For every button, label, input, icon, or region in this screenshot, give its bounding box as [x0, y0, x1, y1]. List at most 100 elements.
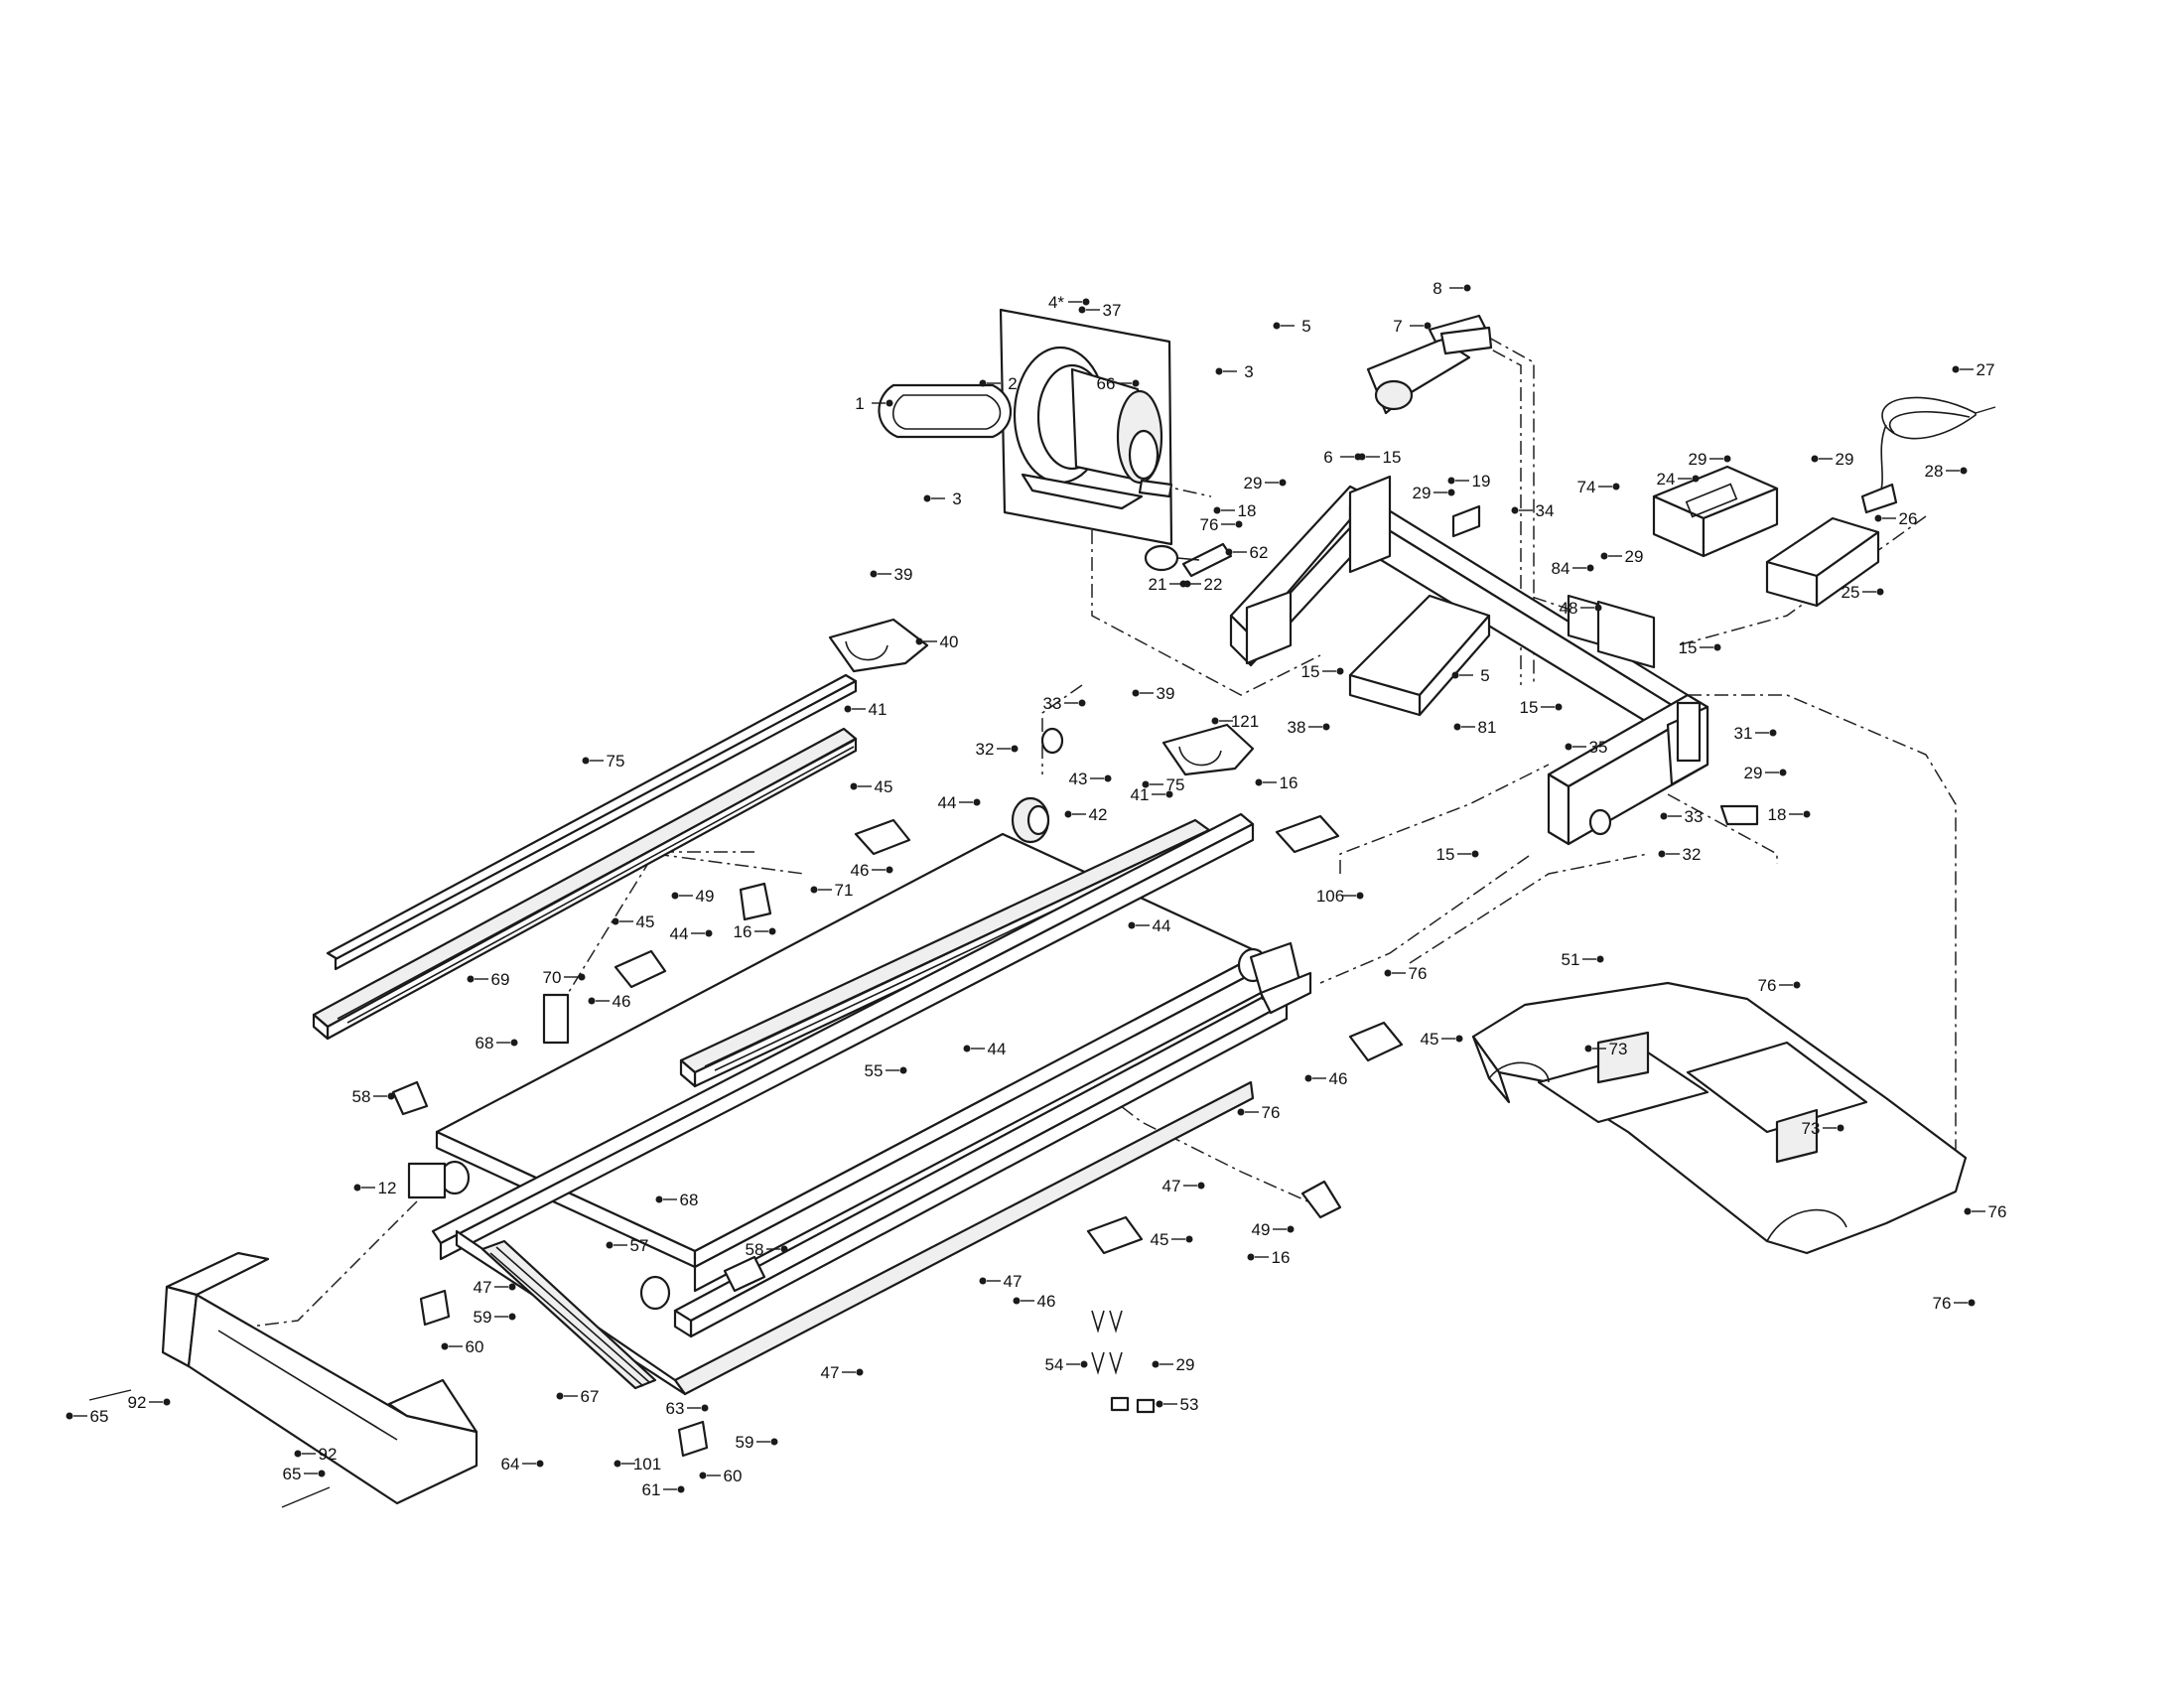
callout-label: 46 [1329, 1069, 1348, 1088]
fastener-dot [1225, 548, 1233, 556]
fastener-dot [1132, 689, 1140, 697]
callout-label: 45 [1151, 1230, 1169, 1249]
callout-label: 76 [1933, 1294, 1952, 1313]
callout-label: 16 [734, 922, 752, 941]
callout-label: 76 [1200, 515, 1219, 534]
callout-label: 70 [543, 968, 562, 987]
callout-label: 31 [1734, 724, 1753, 743]
callout-label: 46 [1037, 1292, 1056, 1311]
callout-label: 16 [1280, 773, 1298, 792]
callout-label: 15 [1436, 845, 1455, 864]
callout-label: 64 [501, 1455, 520, 1474]
callout-label: 54 [1045, 1355, 1064, 1374]
fastener-dot [1179, 580, 1187, 588]
fastener-dot [780, 1245, 788, 1253]
callout-label: 22 [1204, 575, 1223, 594]
callout-label: 73 [1802, 1119, 1821, 1138]
callout-label: 33 [1685, 807, 1704, 826]
fastener-dot [1064, 810, 1072, 818]
callout-label: 34 [1536, 501, 1555, 520]
deck-assembly [407, 812, 1312, 1396]
fastener-dot [1692, 475, 1700, 483]
fastener-dot [1132, 379, 1140, 387]
callout-label: 42 [1089, 805, 1108, 824]
frame-assembly [1229, 475, 1709, 846]
callout-label: 29 [1836, 450, 1854, 469]
fastener-dot [1964, 1207, 1972, 1215]
fastener-dot [1447, 477, 1455, 485]
callout-label: 6 [1323, 448, 1332, 467]
fastener-dot [1237, 1108, 1245, 1116]
fastener-dot [1304, 1074, 1312, 1082]
callout-label: 47 [1162, 1177, 1181, 1195]
callout-label: 29 [1625, 547, 1644, 566]
fastener-dot [294, 1450, 302, 1458]
callout-label: 21 [1149, 575, 1167, 594]
callout-label: 49 [696, 887, 715, 906]
fastener-dot [467, 975, 475, 983]
fastener-dot [1080, 1360, 1088, 1368]
fastener-dot [1471, 850, 1479, 858]
callout-label: 7 [1393, 317, 1402, 336]
fastener-dot [1463, 284, 1471, 292]
clips [1091, 1310, 1156, 1414]
callout-label: 68 [680, 1191, 699, 1209]
fastener-dot [923, 494, 931, 502]
fastener-dot [1082, 298, 1090, 306]
fastener-dot [1713, 643, 1721, 651]
fastener-dot [1565, 743, 1572, 751]
callout-label: 76 [1262, 1103, 1281, 1122]
fastener-dot [1185, 1235, 1193, 1243]
fastener-dot [886, 399, 893, 407]
callout-label: 29 [1744, 764, 1763, 782]
callout-label: 55 [865, 1061, 884, 1080]
fastener-dot [1011, 745, 1019, 753]
callout-label: 73 [1609, 1040, 1628, 1058]
callout-label: 39 [1157, 684, 1175, 703]
fastener-dot [441, 1342, 449, 1350]
callout-label: 75 [607, 752, 625, 771]
callout-label: 57 [630, 1236, 649, 1255]
fastener-dot [1211, 717, 1219, 725]
callout-label: 68 [476, 1034, 494, 1052]
callout-label: 76 [1758, 976, 1777, 995]
callout-label: 58 [352, 1087, 371, 1106]
fastener-dot [1142, 780, 1150, 788]
fastener-dot [1453, 723, 1461, 731]
fastener-dot [1255, 778, 1263, 786]
fastener-dot [1455, 1035, 1463, 1043]
fastener-dot [699, 1472, 707, 1479]
callout-label: 15 [1301, 662, 1320, 681]
callout-label: 3 [952, 490, 961, 508]
hardware-fasteners [66, 284, 1985, 1493]
callout-label: 38 [1288, 718, 1306, 737]
callout-label: 76 [1409, 964, 1428, 983]
fastener-dot [1322, 723, 1330, 731]
callout-label: 49 [1252, 1220, 1271, 1239]
callout-label: 66 [1097, 374, 1116, 393]
fastener-dot [870, 570, 878, 578]
fastener-dot [1658, 850, 1666, 858]
fastener-dot [1811, 455, 1819, 463]
fastener-dot [1247, 1253, 1255, 1261]
callout-label: 8 [1433, 279, 1441, 298]
callout-label: 27 [1977, 360, 1995, 379]
fastener-dot [1723, 455, 1731, 463]
callout-label: 48 [1560, 599, 1578, 618]
callout-label: 45 [875, 777, 893, 796]
callout-label: 32 [976, 740, 995, 759]
callout-label: 16 [1272, 1248, 1291, 1267]
fastener-dot [1596, 955, 1604, 963]
callout-label: 101 [633, 1455, 661, 1474]
callout-label: 41 [1131, 785, 1150, 804]
fastener-dot [536, 1460, 544, 1468]
fastener-dot [1960, 467, 1968, 475]
callout-label: 71 [835, 881, 854, 900]
fastener-dot [1511, 506, 1519, 514]
callout-label: 25 [1842, 583, 1860, 602]
fastener-dot [979, 379, 987, 387]
callout-label: 41 [869, 700, 887, 719]
fastener-dot [588, 997, 596, 1005]
left-rails [312, 673, 858, 1041]
fastener-dot [1968, 1299, 1976, 1307]
